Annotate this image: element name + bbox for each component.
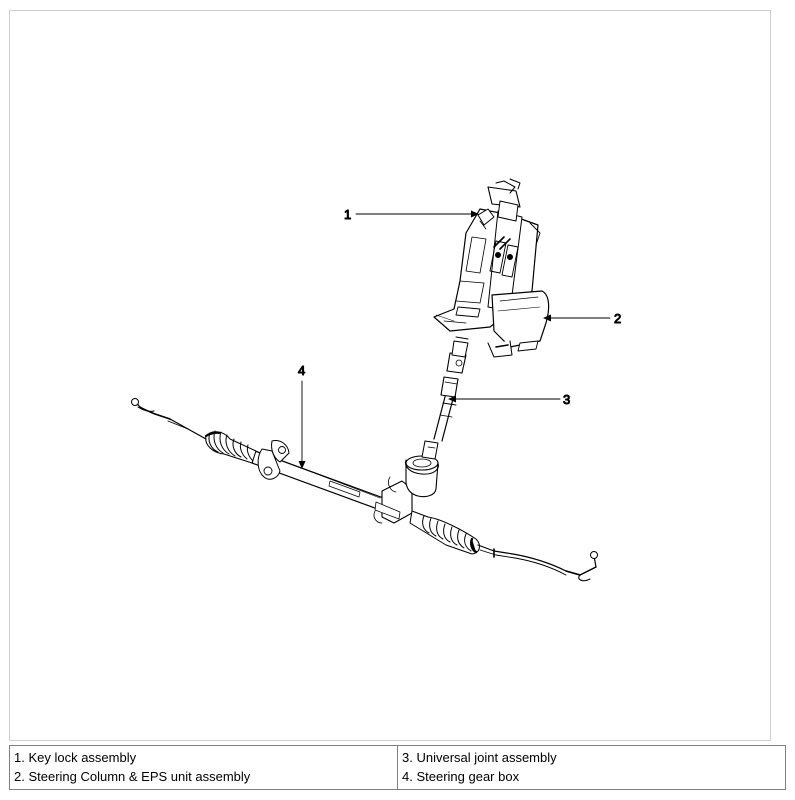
callout-4: 4 <box>298 363 305 378</box>
leader-lines <box>298 210 611 469</box>
steering-column-eps-unit <box>433 178 550 358</box>
callout-3: 3 <box>563 392 570 407</box>
legend-left-cell: 1. Key lock assembly 2. Steering Column … <box>9 745 398 790</box>
legend-item-gear-box: 4. Steering gear box <box>402 769 520 784</box>
steering-gear-box <box>131 398 598 582</box>
legend-table: 1. Key lock assembly 2. Steering Column … <box>9 745 786 790</box>
legend-right-cell: 3. Universal joint assembly 4. Steering … <box>397 745 786 790</box>
universal-joint-assembly <box>405 336 469 498</box>
steering-system-diagram: 1 2 3 4 <box>9 10 771 741</box>
legend-item-column-eps: 2. Steering Column & EPS unit assembly <box>14 769 251 784</box>
callout-2: 2 <box>614 311 621 326</box>
legend-item-key-lock: 1. Key lock assembly <box>14 750 137 765</box>
callout-1: 1 <box>344 207 351 222</box>
legend-item-universal-joint: 3. Universal joint assembly <box>402 750 557 765</box>
